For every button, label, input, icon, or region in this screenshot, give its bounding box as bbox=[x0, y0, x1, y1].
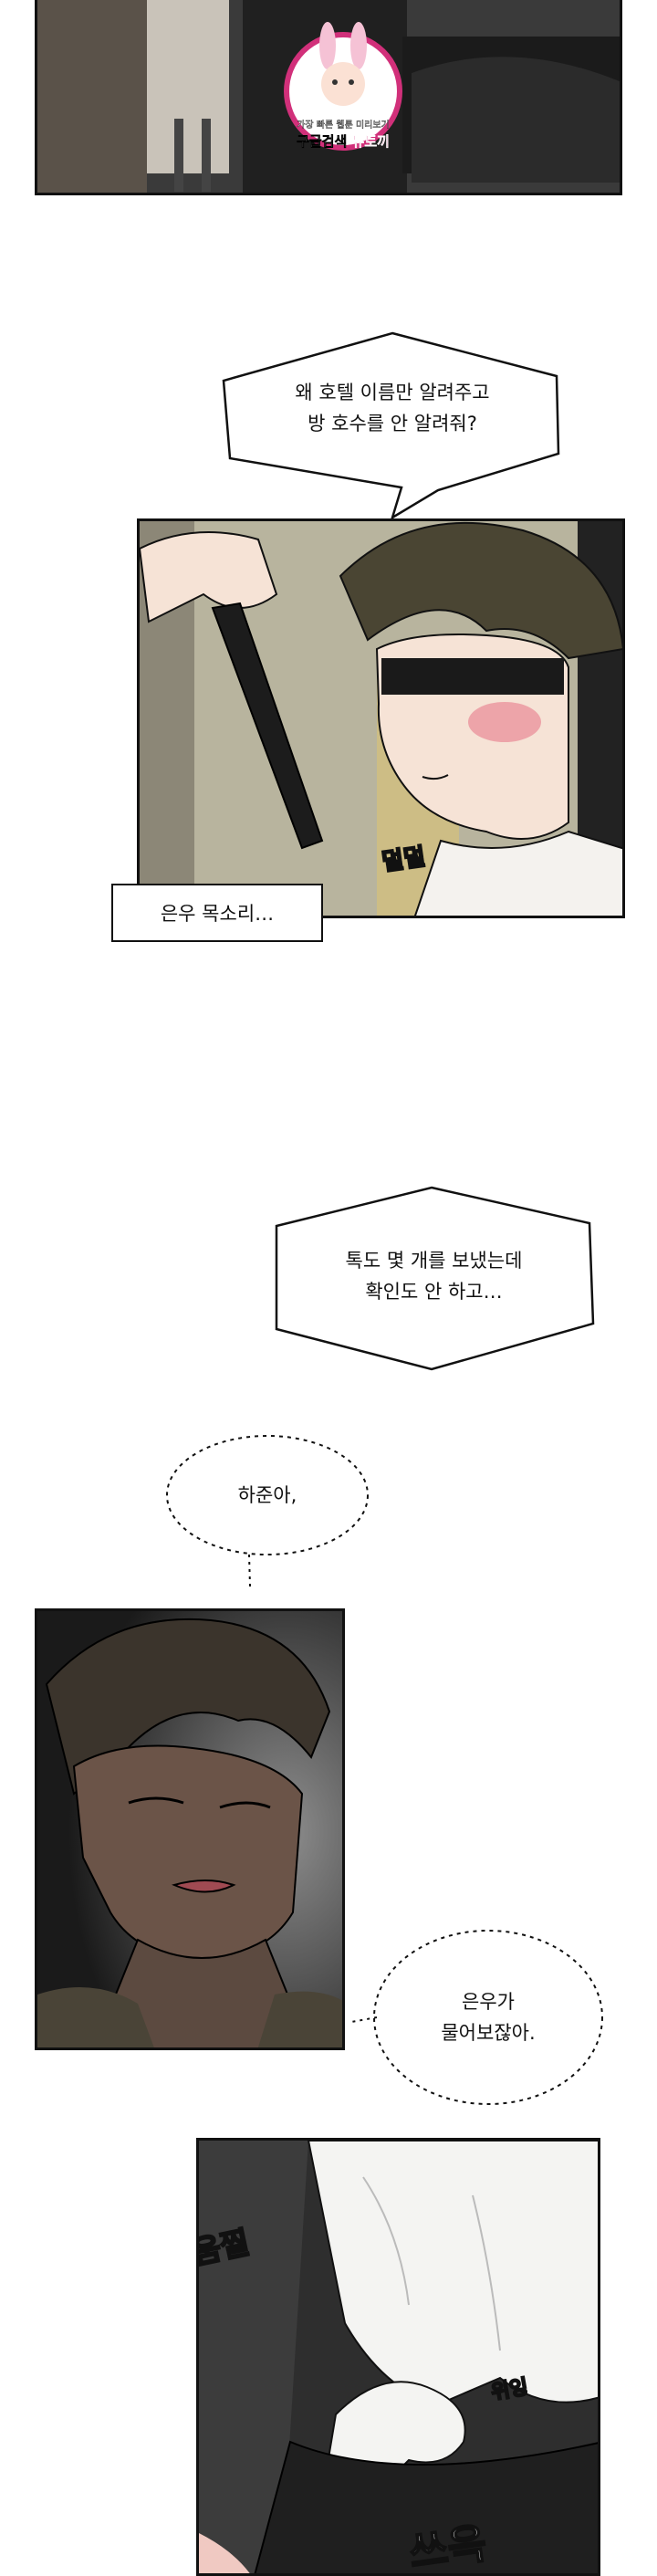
caption-voice-text: 은우 목소리… bbox=[160, 903, 275, 925]
watermark-line2-row: 구글검색 뉴토끼 bbox=[275, 131, 412, 151]
caption-voice: 은우 목소리… bbox=[111, 884, 323, 942]
panel-phone-art bbox=[140, 521, 622, 916]
panel-hand-grab-art bbox=[199, 2141, 598, 2573]
speech-bubble-talk-line1: 톡도 몇 개를 보냈는데 bbox=[345, 1250, 523, 1272]
rabbit-mascot-icon bbox=[284, 22, 402, 151]
panel-hand-grab: 움찔 위잉 쓰윽 bbox=[196, 2138, 600, 2576]
speech-bubble-talk-text: 톡도 몇 개를 보냈는데 확인도 안 하고… bbox=[281, 1212, 587, 1340]
watermark-line2: 구글검색 bbox=[297, 133, 348, 151]
speech-bubble-euwoo-line1: 은우가 bbox=[462, 1991, 515, 2013]
speech-bubble-euwoo-text: 은우가 물어보잖아. bbox=[379, 1958, 598, 2077]
speech-bubble-hotel-text: 왜 호텔 이름만 알려주고 방 호수를 안 알려줘? bbox=[237, 349, 548, 467]
speech-bubble-hotel-line2: 방 호수를 안 알려줘? bbox=[308, 413, 477, 435]
speech-bubble-talk: 톡도 몇 개를 보냈는데 확인도 안 하고… bbox=[272, 1185, 596, 1372]
speech-bubble-euwoo: 은우가 물어보잖아. bbox=[351, 1922, 611, 2109]
speech-bubble-hotel-shape bbox=[222, 331, 560, 520]
watermark-line1: 가장 빠른 웹툰 미리보기 bbox=[297, 120, 390, 131]
speech-bubble-hajun-text: 하준아, bbox=[237, 1484, 297, 1506]
speech-bubble-hotel-line1: 왜 호텔 이름만 알려주고 bbox=[295, 382, 490, 403]
panel-portrait-art bbox=[37, 1611, 342, 2047]
speech-bubble-talk-line2: 확인도 안 하고… bbox=[365, 1281, 503, 1303]
watermark-brand: 뉴토끼 bbox=[351, 133, 390, 150]
sfx-rub: 쓰윽 bbox=[405, 2517, 490, 2576]
panel-room-top: 가장 빠른 웹툰 미리보기 구글검색 뉴토끼 bbox=[35, 0, 622, 195]
speech-bubble-talk-shape bbox=[275, 1186, 595, 1371]
speech-bubble-hotel: 왜 호텔 이름만 알려주고 방 호수를 안 알려줘? bbox=[219, 330, 566, 522]
watermark-badge: 가장 빠른 웹툰 미리보기 구글검색 뉴토끼 bbox=[275, 18, 412, 164]
speech-bubble-hajun-shape bbox=[166, 1435, 369, 1587]
panel-phone: 덜덜 bbox=[137, 518, 625, 918]
speech-bubble-euwoo-shape bbox=[351, 1930, 603, 2105]
sfx-trembling: 덜덜 bbox=[379, 843, 428, 877]
speech-bubble-hajun: 하준아, bbox=[162, 1431, 374, 1596]
speech-bubble-euwoo-line2: 물어보잖아. bbox=[441, 2022, 536, 2044]
panel-portrait bbox=[35, 1608, 345, 2050]
